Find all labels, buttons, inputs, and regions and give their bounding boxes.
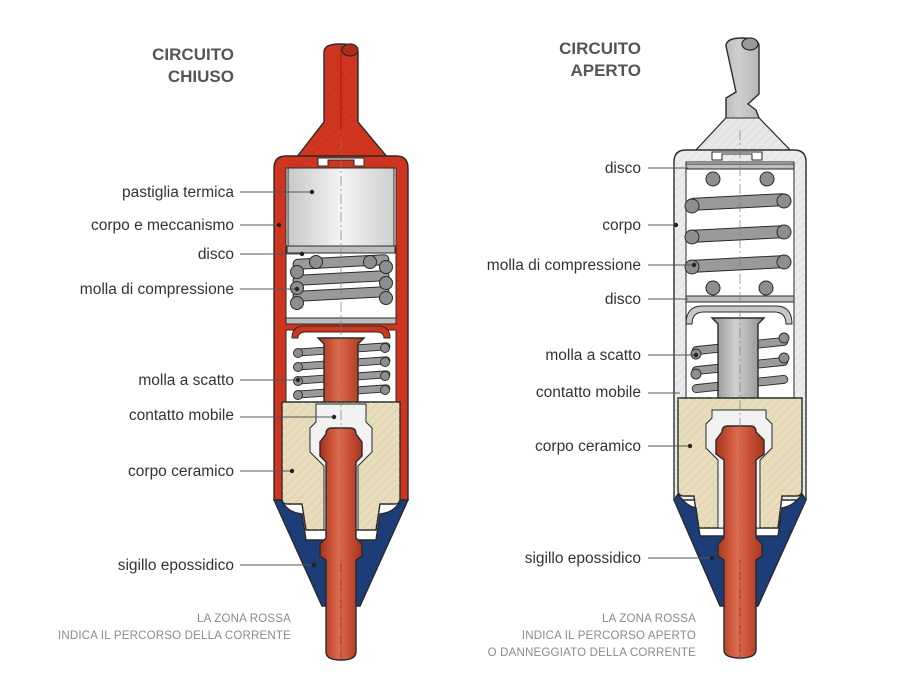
open-title-line2: APERTO — [570, 61, 641, 80]
label-ceramic-body: corpo ceramico — [128, 463, 234, 480]
open-title-line1: CIRCUITO — [559, 39, 641, 58]
label-open-disc-top: disco — [605, 160, 641, 177]
open-note-line2: INDICA IL PERCORSO APERTO — [522, 630, 696, 642]
label-body-mechanism: corpo e meccanismo — [91, 217, 234, 234]
open-bottom-lead — [715, 425, 765, 659]
label-open-disc-bottom: disco — [605, 291, 641, 308]
closed-title-line1: CIRCUITO — [152, 45, 234, 64]
open-circuit-group: CIRCUITO APERTO — [487, 37, 807, 660]
open-note-line3: O DANNEGGIATO DELLA CORRENTE — [488, 647, 697, 659]
label-open-body: corpo — [602, 217, 641, 234]
label-open-moving-contact: contatto mobile — [536, 384, 641, 401]
open-leaders — [648, 167, 715, 561]
label-epoxy-seal: sigillo epossidico — [118, 557, 234, 574]
label-open-compression-spring: molla di compressione — [487, 257, 641, 274]
closed-note-line2: INDICA IL PERCORSO DELLA CORRENTE — [58, 630, 291, 642]
closed-note-line1: LA ZONA ROSSA — [197, 613, 291, 625]
closed-leaders — [240, 189, 337, 568]
open-compression-spring — [684, 171, 792, 296]
label-open-snap-spring: molla a scatto — [545, 347, 641, 364]
open-moving-contact — [710, 317, 766, 411]
label-thermal-pellet: pastiglia termica — [122, 184, 234, 201]
label-moving-contact: contatto mobile — [129, 407, 234, 424]
open-note-line1: LA ZONA ROSSA — [602, 613, 696, 625]
label-snap-spring: molla a scatto — [138, 372, 234, 389]
closed-title-line2: CHIUSO — [168, 67, 234, 86]
label-disc: disco — [198, 246, 234, 263]
closed-circuit-group: CIRCUITO CHIUSO — [58, 43, 410, 661]
label-open-ceramic-body: corpo ceramico — [535, 438, 641, 455]
label-open-epoxy-seal: sigillo epossidico — [525, 550, 641, 567]
label-compression-spring: molla di compressione — [80, 281, 234, 298]
